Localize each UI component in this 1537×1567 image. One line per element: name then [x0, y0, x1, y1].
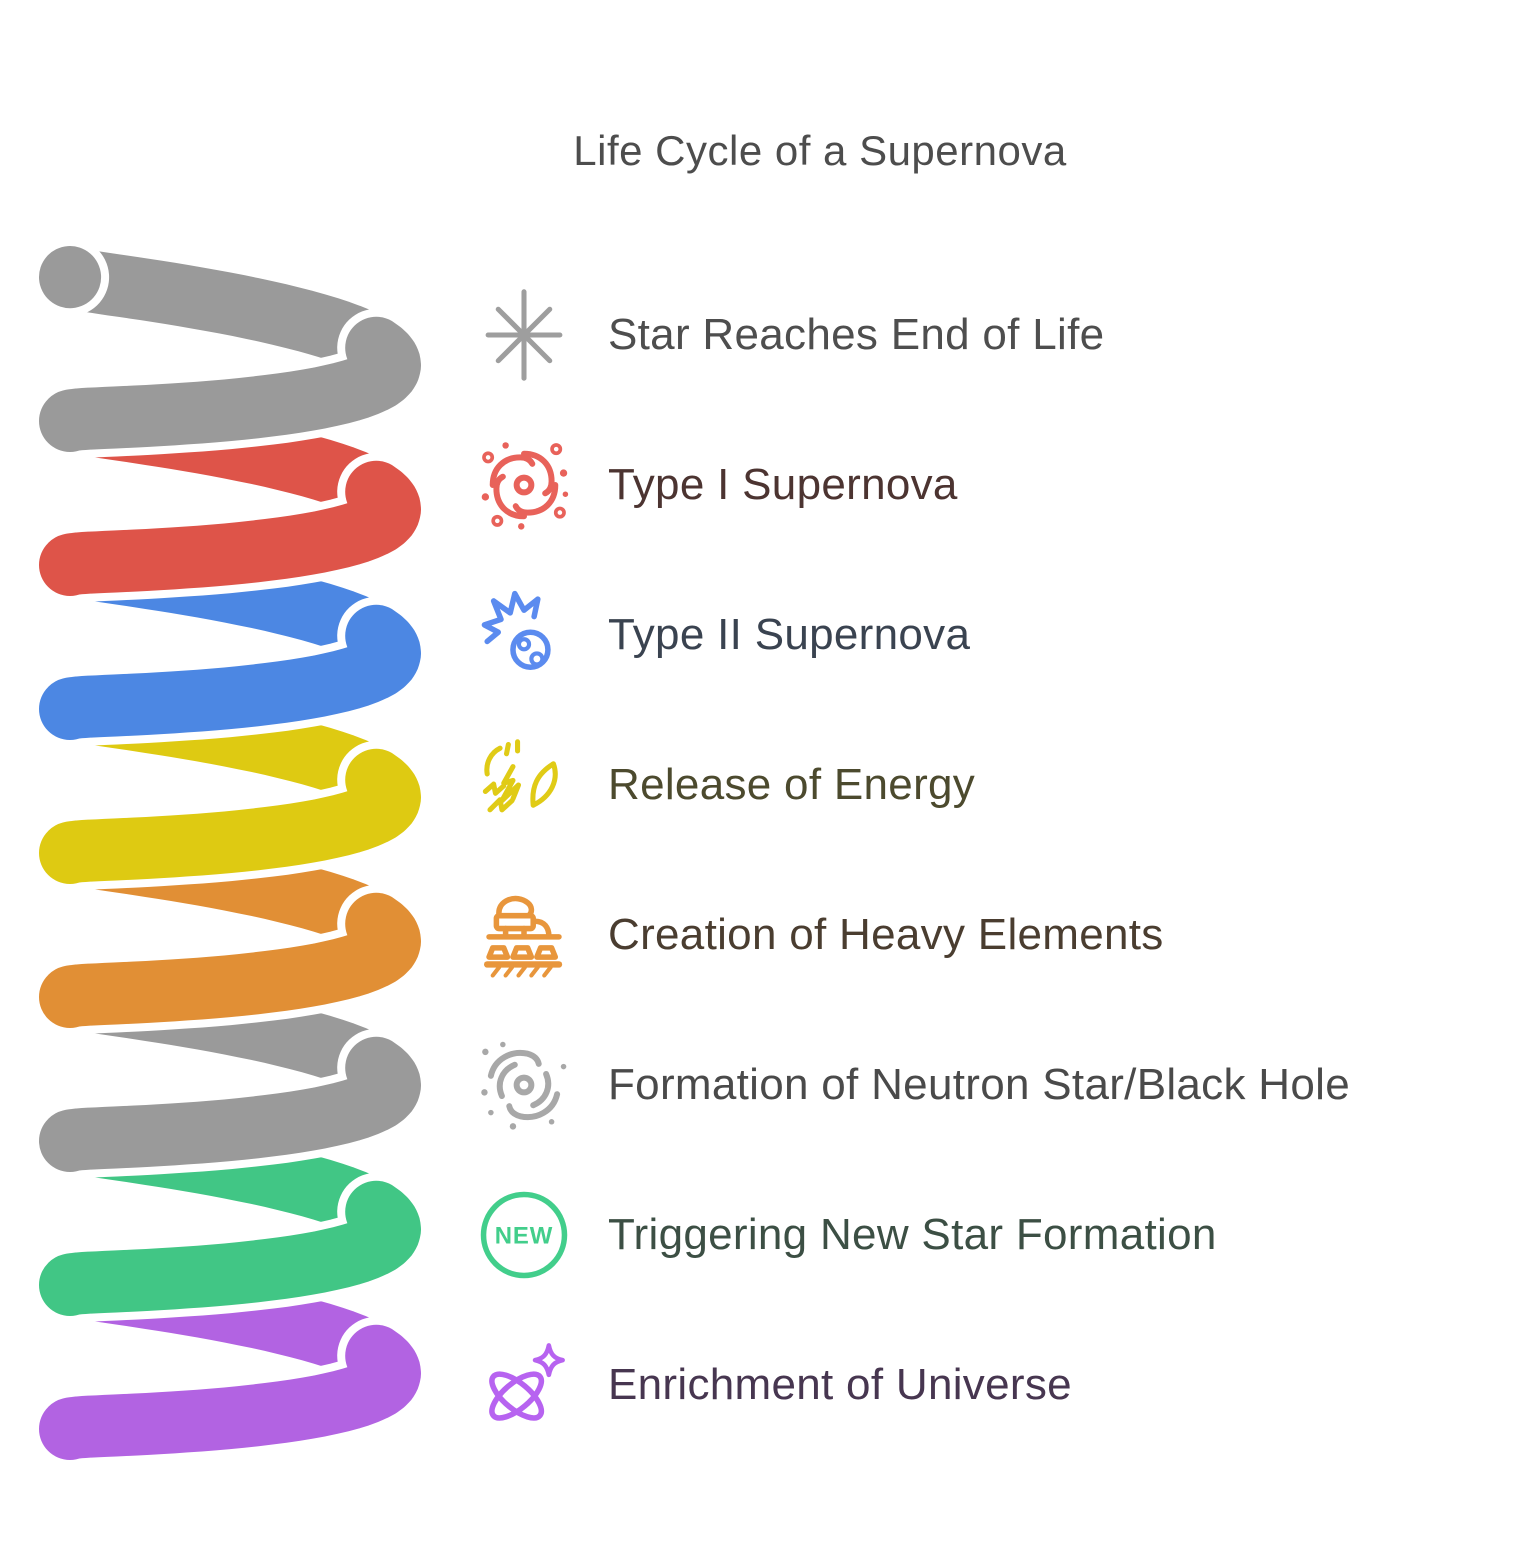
atom-sparkle-icon — [489, 1343, 565, 1421]
energy-burst-icon — [482, 739, 558, 813]
new-badge-text: NEW — [495, 1222, 554, 1249]
step-row-release-of-energy: Release of Energy — [478, 739, 975, 831]
spiral-galaxy-icon — [481, 442, 569, 530]
step-row-heavy-elements: Creation of Heavy Elements — [478, 889, 1164, 981]
eight-ray-star-icon — [485, 289, 563, 381]
step-row-neutron-star-black-hole: Formation of Neutron Star/Black Hole — [478, 1039, 1350, 1131]
step-row-type2-supernova: Type II Supernova — [478, 589, 970, 681]
forge-machine-icon — [483, 895, 563, 978]
page-title: Life Cycle of a Supernova — [573, 127, 1067, 174]
step-row-new-star-formation: NEW Triggering New Star Formation — [478, 1189, 1217, 1281]
supernova-spiral — [31, 238, 429, 1468]
step-label: Creation of Heavy Elements — [608, 910, 1164, 959]
step-label: Type II Supernova — [608, 610, 971, 659]
galaxy-swirl-icon — [481, 1041, 567, 1130]
step-label: Star Reaches End of Life — [608, 310, 1105, 359]
step-label: Triggering New Star Formation — [608, 1210, 1217, 1259]
step-label: Release of Energy — [608, 760, 976, 809]
step-label: Type I Supernova — [608, 460, 958, 509]
new-badge-icon: NEW — [480, 1191, 568, 1279]
step-row-type1-supernova: Type I Supernova — [478, 439, 958, 531]
step-label: Formation of Neutron Star/Black Hole — [608, 1060, 1350, 1109]
comet-icon — [481, 590, 551, 670]
step-row-star-end-of-life: Star Reaches End of Life — [478, 289, 1104, 381]
step-row-enrichment-of-universe: Enrichment of Universe — [478, 1339, 1072, 1431]
step-label: Enrichment of Universe — [608, 1360, 1072, 1409]
